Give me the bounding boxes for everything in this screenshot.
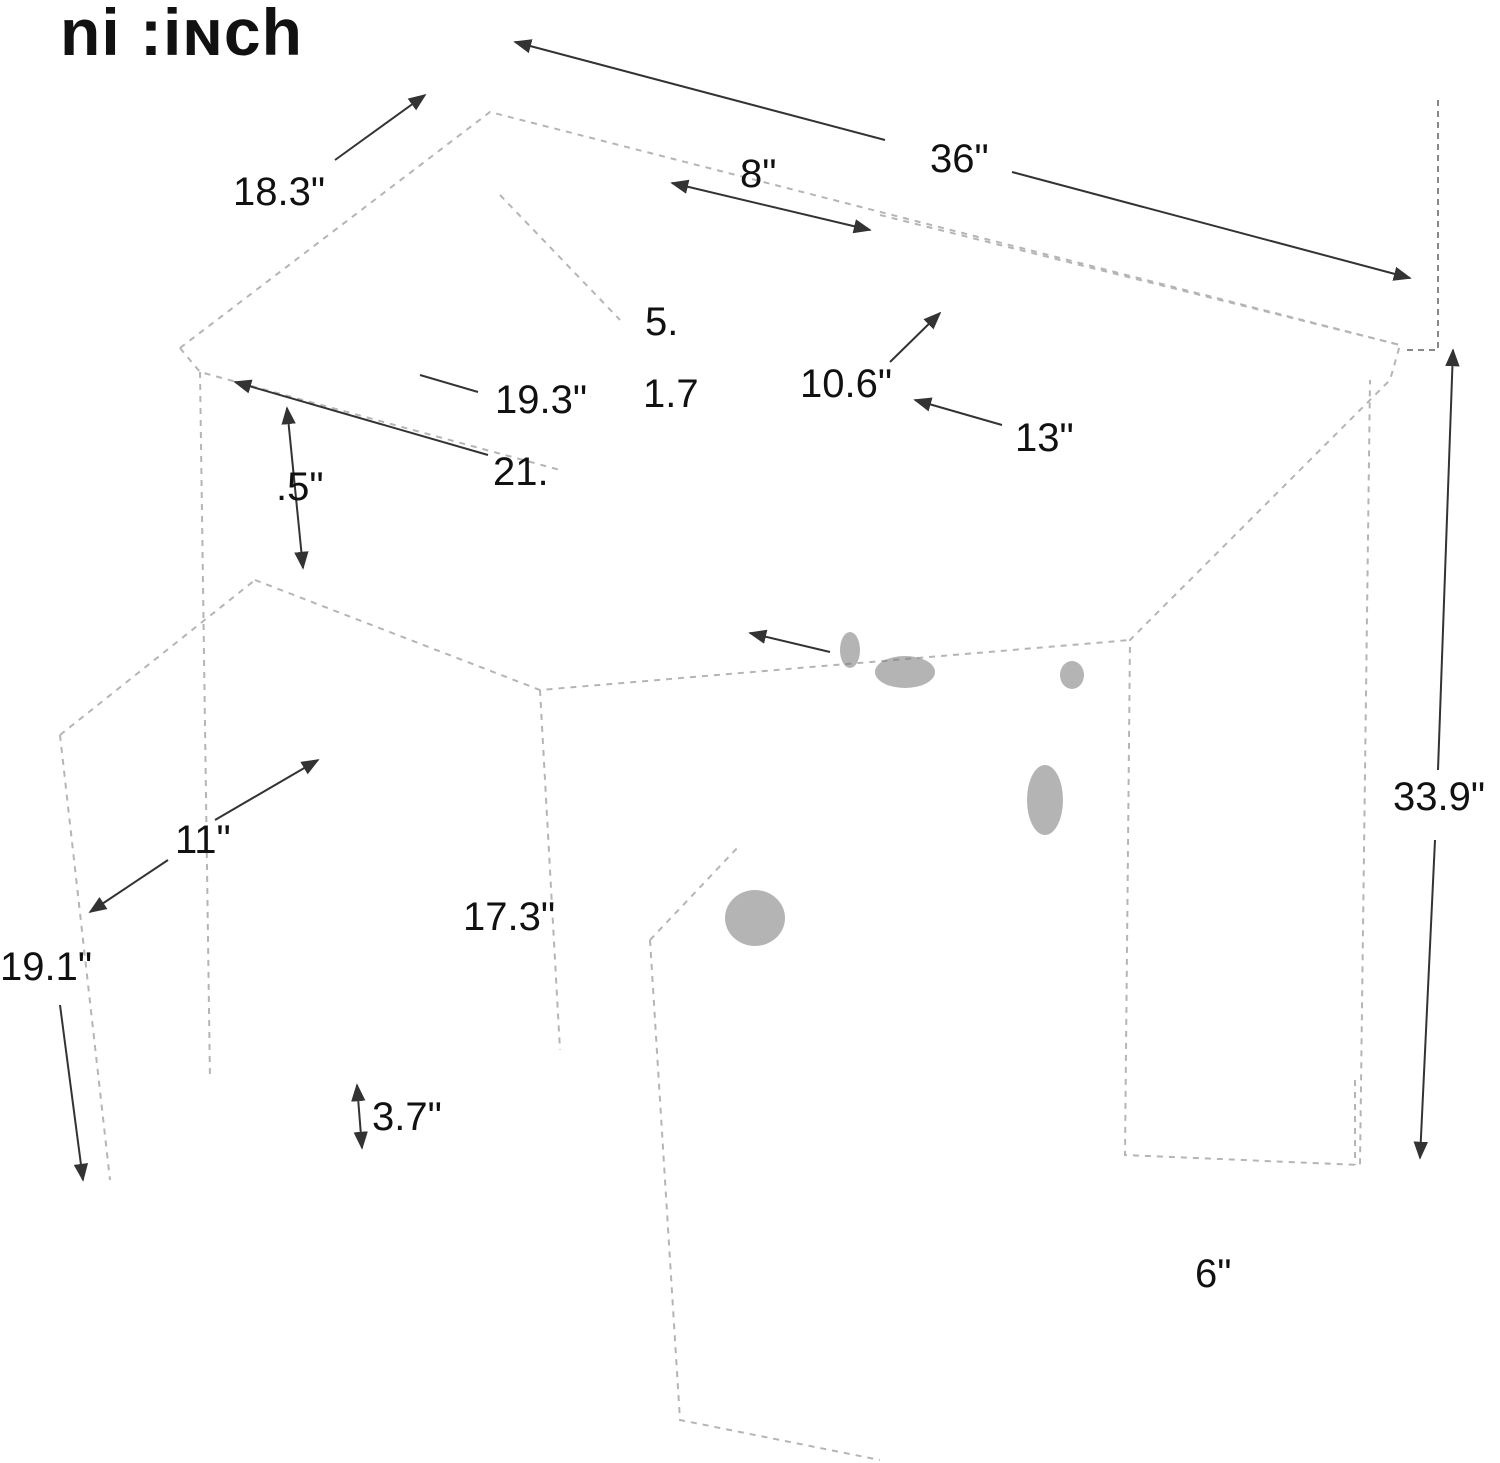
dim-inner-1-7: 1.7 (643, 372, 699, 416)
dim-inner-5: 5. (645, 300, 679, 344)
arrow-11b (88, 859, 169, 913)
dim-overall-width: 36" (930, 137, 989, 181)
dim-opening-21: 21. (493, 450, 549, 494)
dim-leg-6: 6" (1195, 1252, 1232, 1296)
dim-drawer-height: 3.7" (372, 1095, 442, 1139)
dim-overall-height: 33.9" (1393, 775, 1486, 819)
dim-opening-19-3: 19.3" (495, 378, 588, 422)
dim-depth-top: 18.3" (233, 170, 326, 214)
page-title: ni :iɴch (60, 0, 303, 69)
arrow-19-3 (419, 374, 479, 393)
arrow-3-7 (351, 1083, 368, 1150)
arrow-11a (214, 759, 320, 821)
dim-depth-13: 13" (1015, 416, 1074, 460)
smudges (725, 632, 1084, 946)
arrow-8 (670, 179, 872, 234)
arrow-36 (513, 39, 886, 141)
dim-width-17-3: 17.3" (463, 895, 556, 939)
dimension-arrows (59, 39, 1460, 1182)
desk-outline (59, 110, 1402, 1461)
arrow-18-3 (334, 93, 427, 161)
dim-opening-10-6: 10.6" (800, 362, 893, 406)
arrow-33-9-top (1437, 348, 1460, 771)
height-guide (1405, 100, 1439, 351)
dim-top-shelf-width: 8" (740, 152, 777, 196)
arrow-mid (748, 629, 831, 653)
dim-height-5: .5" (276, 465, 324, 509)
dim-side-height: 19.1" (0, 945, 93, 989)
arrow-33-9-bot (1413, 839, 1436, 1160)
dim-depth-11: 11" (175, 818, 231, 862)
arrow-13 (913, 397, 1003, 426)
arrow-5 (281, 406, 309, 570)
arrow-10-6 (889, 311, 942, 363)
arrow-21 (233, 379, 489, 456)
arrow-19-1 (59, 1004, 89, 1182)
arrow-36b (1011, 171, 1412, 281)
